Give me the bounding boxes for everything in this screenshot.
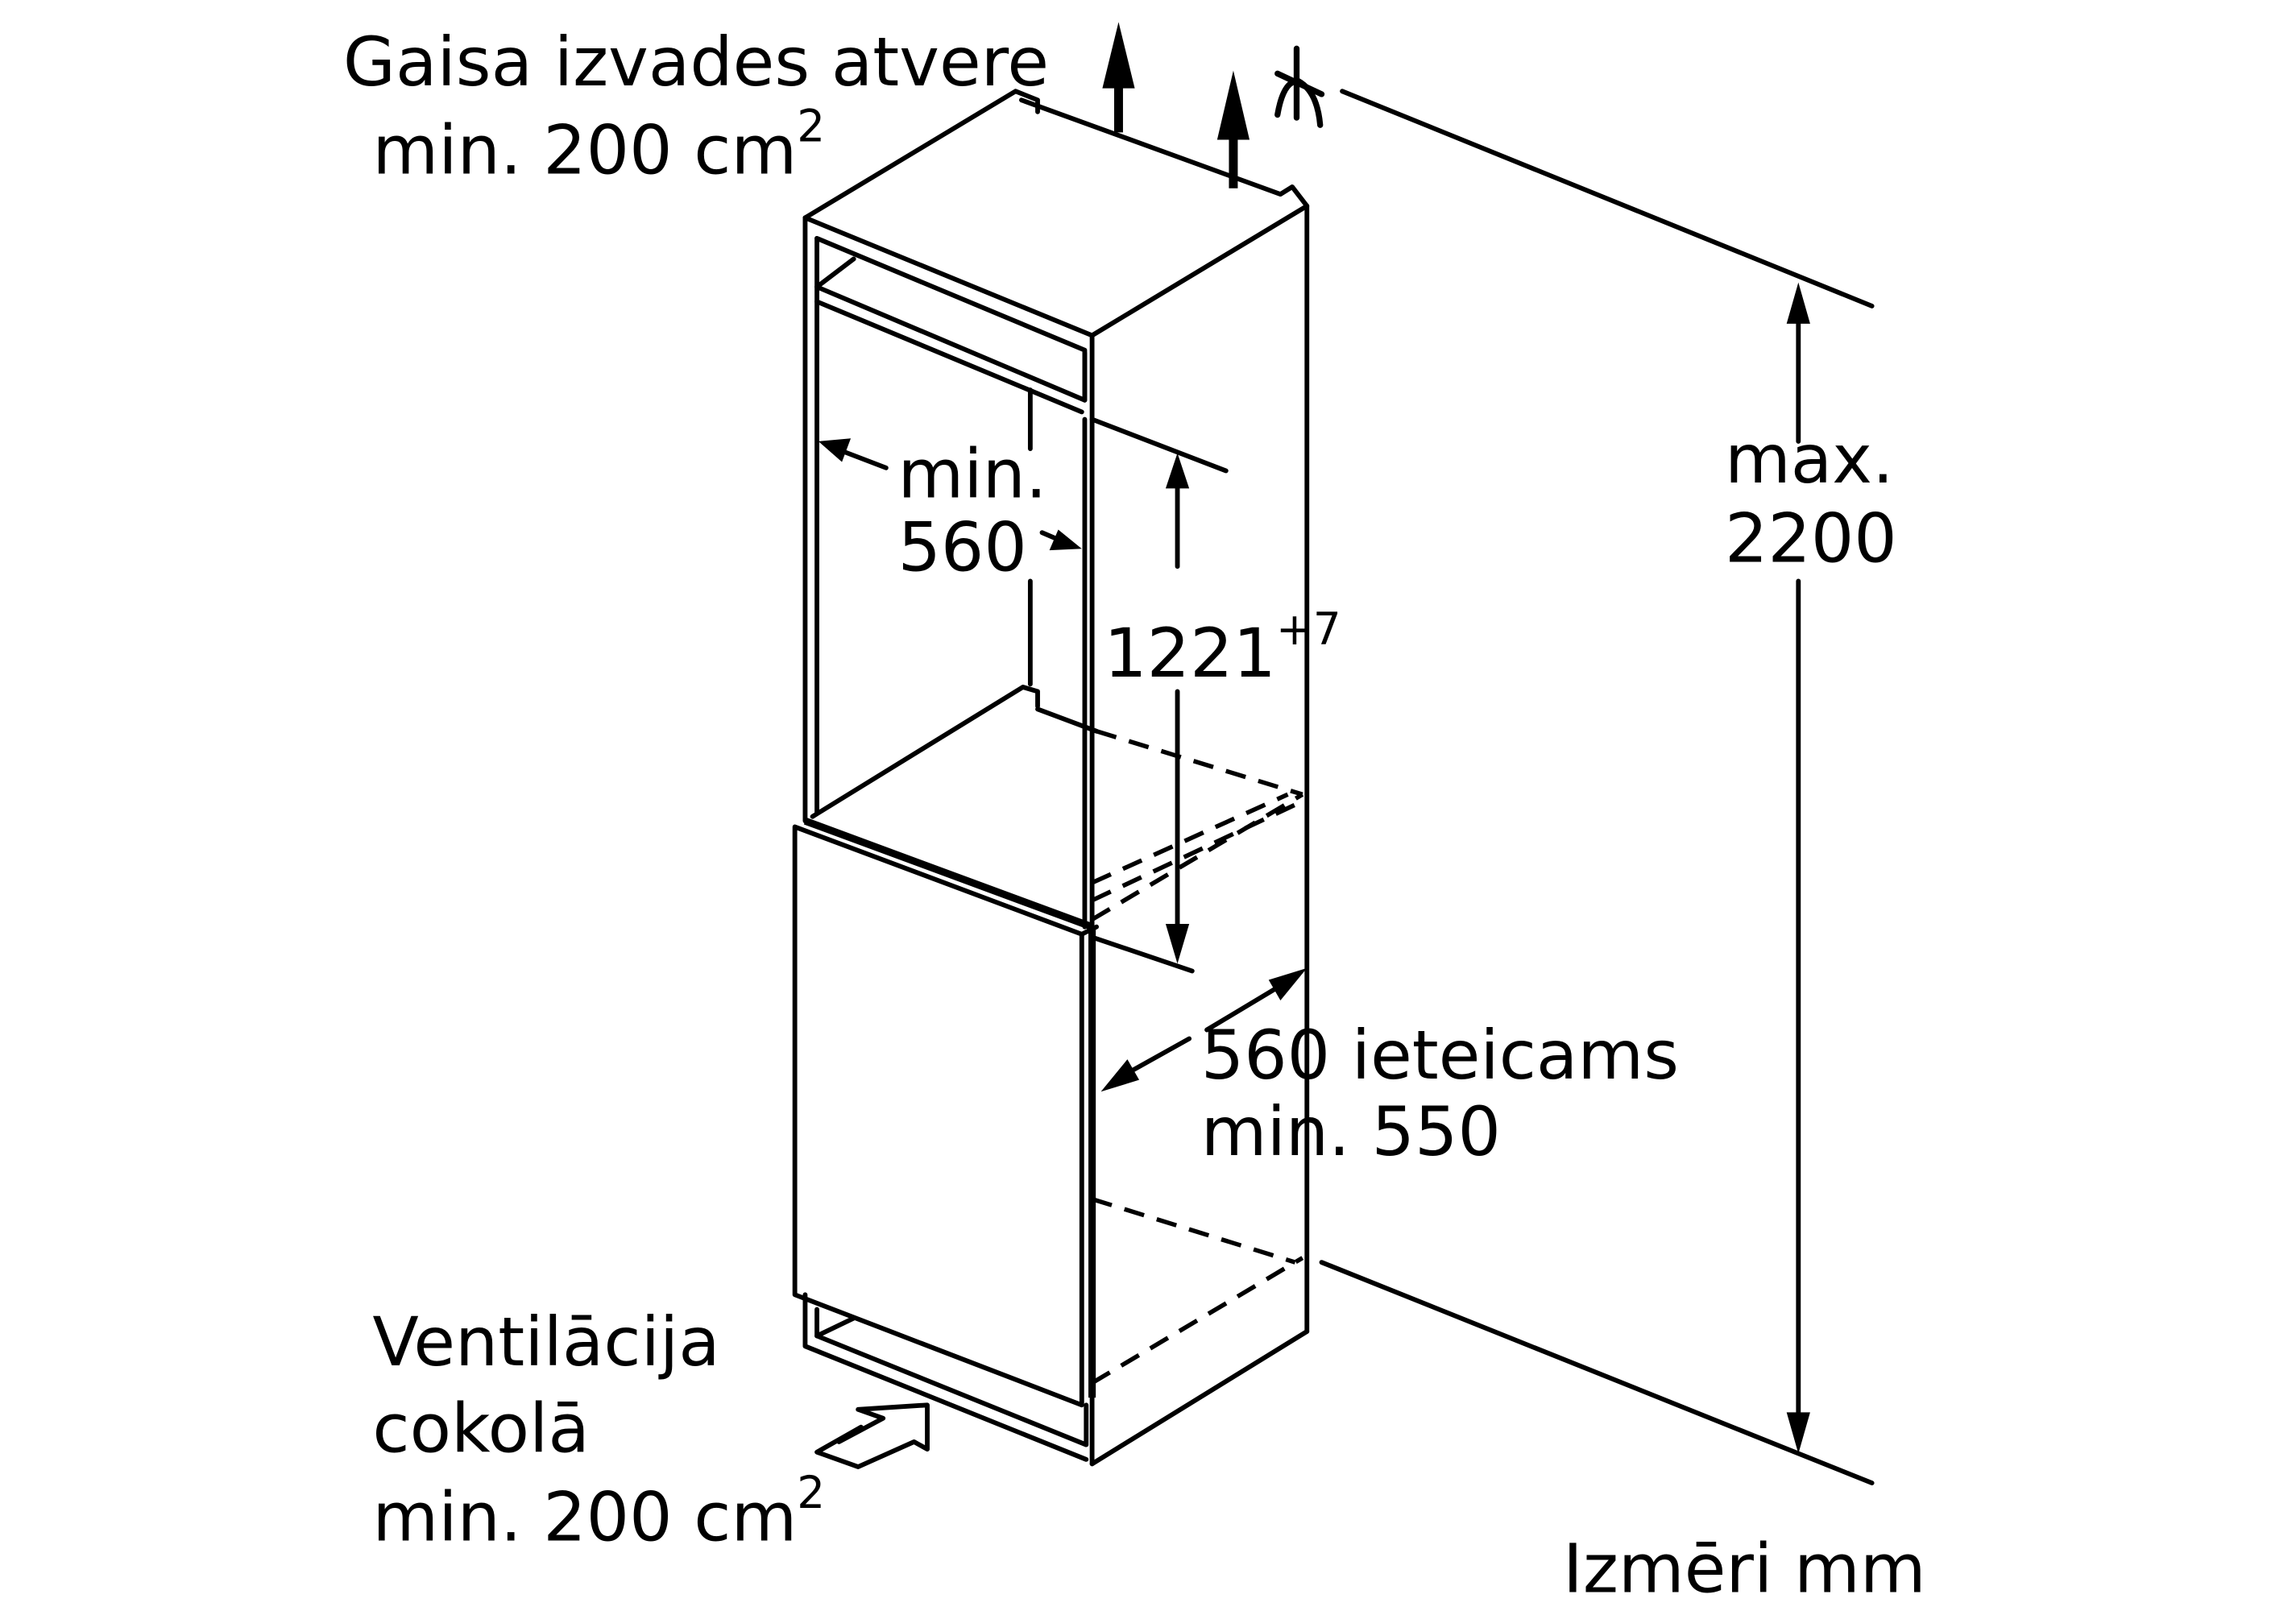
niche-width-label: min. <box>897 434 1046 513</box>
arrow-right-icon <box>1268 967 1308 1001</box>
arrow-left-icon <box>1100 1059 1140 1092</box>
niche-width-value: 560 <box>897 508 1026 587</box>
break-symbol-icon <box>1274 45 1325 128</box>
air-outlet-area: min. 200 cm2 <box>372 100 825 189</box>
max-height-label: max. <box>1725 420 1894 499</box>
arrow-down-icon <box>1165 924 1190 964</box>
depth-recommended: 560 ieteicams <box>1201 1016 1679 1095</box>
plinth <box>802 1292 1089 1462</box>
arrow-up-icon <box>1216 70 1250 140</box>
depth-minimum: min. 550 <box>1201 1092 1501 1171</box>
arrow-down-icon <box>1786 1412 1810 1454</box>
plinth-vent-label: Ventilācija <box>372 1302 719 1381</box>
max-height-value: 2200 <box>1725 499 1897 578</box>
plinth-vent-area: min. 200 cm2 <box>372 1467 825 1556</box>
arrow-up-icon <box>1102 22 1135 89</box>
arrow-up-icon <box>1786 282 1810 324</box>
niche-width-dimension <box>818 438 1082 551</box>
air-outflow-arrows <box>1102 22 1250 188</box>
plinth-vent-label-2: cokolā <box>372 1389 589 1468</box>
cabinet-outline <box>802 89 1310 1467</box>
units-label: Izmēri mm <box>1563 1529 1926 1608</box>
max-height-dimension <box>1319 89 1875 1486</box>
arrow-up-icon <box>1165 453 1190 489</box>
arrow-left-icon <box>818 438 852 462</box>
air-inlet-arrow-icon <box>814 1402 930 1469</box>
air-outlet-label: Gaisa izvades atvere <box>343 23 1049 101</box>
niche-height-value: 1221+7 <box>1104 603 1341 693</box>
appliance-door <box>792 817 1099 1408</box>
niche-height-dimension <box>1089 416 1229 974</box>
depth-dimension <box>1100 967 1308 1092</box>
arrow-right-icon <box>1049 529 1082 551</box>
